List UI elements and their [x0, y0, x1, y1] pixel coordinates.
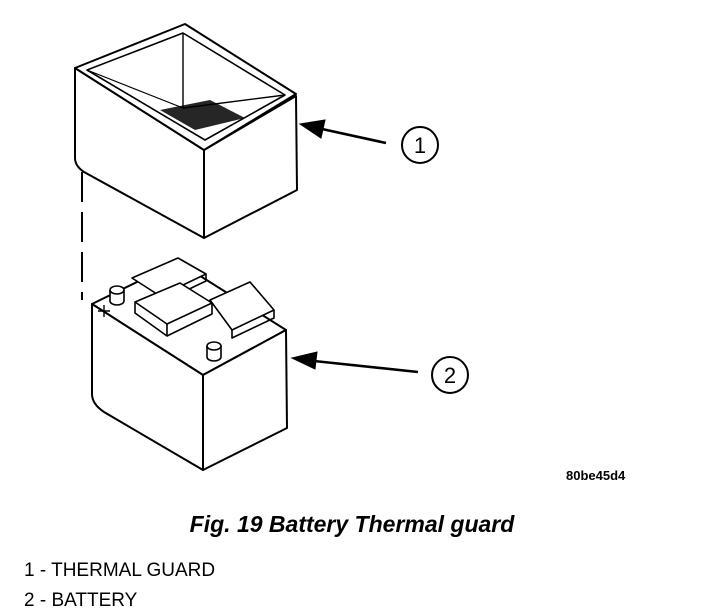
battery-illustration	[91, 257, 288, 471]
callout-2-number: 2	[444, 363, 456, 388]
legend-item-thermal-guard: 1 - THERMAL GUARD	[24, 560, 216, 581]
figure-caption: Fig. 19 Battery Thermal guard	[189, 511, 515, 537]
battery-thermal-guard-diagram: 1 2	[74, 23, 469, 471]
callout-2-circle	[431, 356, 469, 394]
callout-1-circle	[401, 126, 439, 164]
callout-arrows	[290, 119, 419, 374]
figure-code: 80be45d4	[566, 468, 626, 483]
callout-1-arrowhead	[298, 119, 326, 139]
legend: 1 - THERMAL GUARD 2 - BATTERY	[24, 556, 215, 616]
legend-item-battery: 2 - BATTERY	[24, 590, 138, 611]
callout-1-number: 1	[414, 133, 426, 158]
callout-2-arrow-line	[313, 359, 419, 374]
thermal-guard-illustration	[74, 23, 298, 239]
callout-2: 2	[431, 356, 469, 394]
callout-1-arrow-line	[321, 127, 387, 145]
callout-1: 1	[401, 126, 439, 164]
callout-2-arrowhead	[290, 351, 318, 370]
